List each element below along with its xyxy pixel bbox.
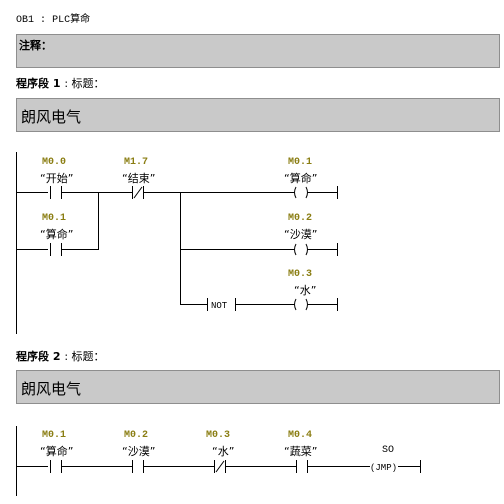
segment-2-number: 2 xyxy=(52,350,61,363)
contact-m01-addr: M0.1 xyxy=(42,213,67,224)
n2-contact-m04-addr: M0.4 xyxy=(288,430,313,441)
contact-m17[interactable] xyxy=(132,186,144,199)
n2-contact-m01-addr: M0.1 xyxy=(42,430,67,441)
segment-2-comment: 朗风电气 xyxy=(21,380,82,398)
jmp-coil-label[interactable]: (JMP) xyxy=(370,463,397,473)
n2-contact-m02-addr: M0.2 xyxy=(124,430,149,441)
contact-m00-addr: M0.0 xyxy=(42,157,67,168)
n2-contact-m03-addr: M0.3 xyxy=(206,430,231,441)
n2-contact-m02-symbol: “沙漠” xyxy=(122,445,156,458)
n2-contact-m03-symbol: “水” xyxy=(212,445,235,458)
segment-2-prefix: 程序段 xyxy=(16,350,49,363)
coil-m02-symbol: “沙漠” xyxy=(284,228,318,241)
segment-1-title[interactable]: 程序段 1 : 标题： xyxy=(16,75,105,91)
segment-1-prefix: 程序段 xyxy=(16,77,49,90)
coil-m03[interactable] xyxy=(294,298,308,311)
coil-m01-symbol: “算命” xyxy=(284,172,318,185)
coil-m01-addr: M0.1 xyxy=(288,157,313,168)
coil-m03-symbol: “水” xyxy=(294,284,317,297)
block-sep: : xyxy=(40,15,47,26)
segment-2-title[interactable]: 程序段 2 : 标题： xyxy=(16,348,105,364)
block-id: OB1 xyxy=(16,15,35,26)
contact-m17-symbol: “结束” xyxy=(122,172,156,185)
n2-contact-m02[interactable] xyxy=(132,460,144,473)
block-comment-box[interactable]: 注释： xyxy=(16,34,500,68)
block-title: PLC算命 xyxy=(52,15,91,26)
n2-contact-m03-nc[interactable] xyxy=(214,460,226,473)
comment-label: 注释： xyxy=(19,39,52,52)
coil-m03-addr: M0.3 xyxy=(288,269,313,280)
contact-m01-parallel[interactable] xyxy=(50,243,62,256)
contact-m17-addr: M1.7 xyxy=(124,157,149,168)
block-header: OB1 : PLC算命 xyxy=(16,10,90,26)
coil-m01[interactable] xyxy=(294,186,308,199)
segment-2-comment-box[interactable]: 朗风电气 xyxy=(16,370,500,404)
segment-2-label: : 标题： xyxy=(64,350,105,363)
contact-m01-symbol: “算命” xyxy=(40,228,74,241)
coil-m02-addr: M0.2 xyxy=(288,213,313,224)
n2-contact-m01-symbol: “算命” xyxy=(40,445,74,458)
n2-contact-m04-symbol: “蔬菜” xyxy=(284,445,318,458)
segment-1-comment: 朗风电气 xyxy=(21,108,82,126)
segment-1-number: 1 xyxy=(52,77,61,90)
n2-contact-m01[interactable] xyxy=(50,460,62,473)
contact-m00[interactable] xyxy=(50,186,62,199)
not-label: NOT xyxy=(211,301,228,311)
coil-m02[interactable] xyxy=(294,243,308,256)
jump-label: SO xyxy=(382,445,395,456)
contact-m00-symbol: “开始” xyxy=(40,172,74,185)
n2-contact-m04[interactable] xyxy=(296,460,308,473)
not-box[interactable] xyxy=(207,298,236,311)
segment-1-label: : 标题： xyxy=(64,77,105,90)
segment-1-comment-box[interactable]: 朗风电气 xyxy=(16,98,500,132)
